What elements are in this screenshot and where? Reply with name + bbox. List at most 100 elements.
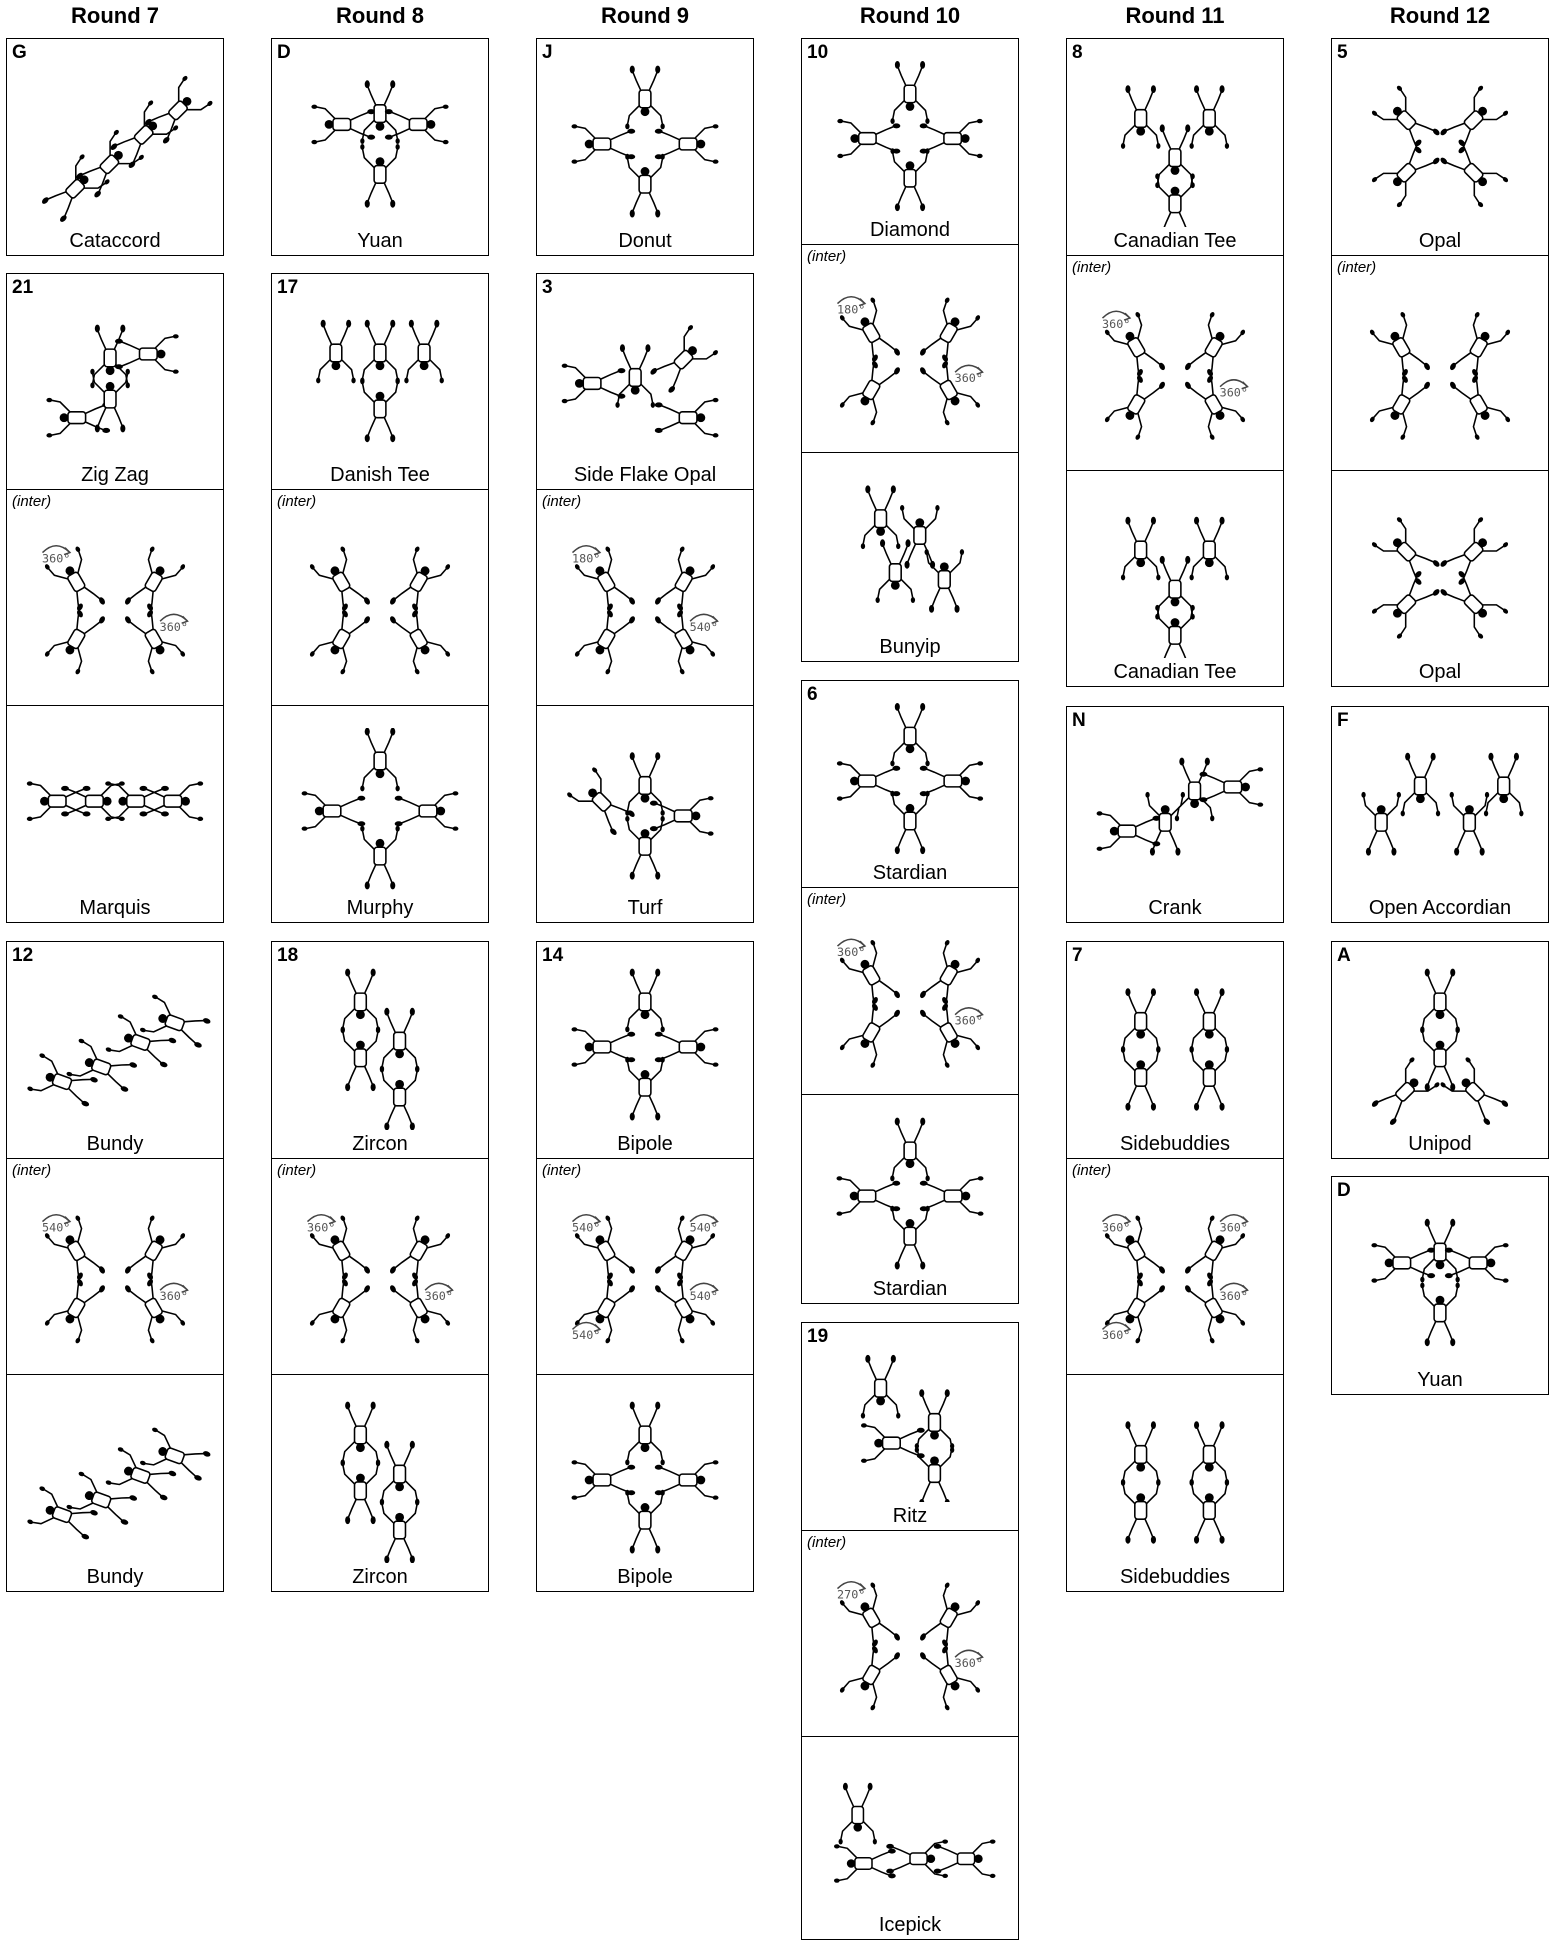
skydiver-icon (140, 781, 204, 821)
block-id-label: D (277, 43, 291, 63)
yuan-formation-icon (282, 61, 478, 227)
formation-name: Ritz (802, 1505, 1018, 1527)
formation-name: Sidebuddies (1067, 1566, 1283, 1588)
formation-panel: GCataccord (6, 38, 224, 256)
formation-name: Stardian (802, 1278, 1018, 1300)
skydiver-icon (1190, 1480, 1230, 1544)
formation-name: Icepick (802, 1914, 1018, 1936)
block-id-label: 17 (277, 278, 298, 298)
skydiver-icon (1369, 311, 1435, 386)
skydiver-icon (1104, 366, 1170, 441)
skydiver-icon (120, 1269, 186, 1344)
skydiver-icon (341, 1460, 381, 1524)
block-id-label: 3 (542, 278, 553, 298)
skydiver-icon (1371, 135, 1444, 208)
skydiver-icon (839, 994, 905, 1069)
skydiver-icon (625, 752, 665, 816)
skydiver-icon (139, 994, 212, 1053)
skydiver-icon (915, 1389, 955, 1453)
formation-name: Cataccord (7, 230, 223, 252)
formation-panel: DYuan (1331, 1176, 1549, 1395)
inter-panel: (inter)360°360° (6, 490, 224, 706)
skydiver-icon (876, 539, 916, 603)
bipole-formation-icon (547, 964, 743, 1130)
rotation-label: 360° (837, 945, 865, 959)
skydiver-icon (1420, 1219, 1460, 1283)
skydiver-icon (1445, 1243, 1509, 1283)
inter-label: (inter) (277, 494, 316, 510)
skydiver-icon (380, 1067, 420, 1130)
inter-move-icon (282, 512, 478, 699)
zircon-formation-icon (282, 1397, 478, 1563)
rotation-label: 360° (1102, 317, 1130, 331)
skydiver-icon (1371, 567, 1444, 640)
skydiver-icon (360, 379, 400, 443)
inter-move-icon (1342, 278, 1538, 464)
skydiver-icon (360, 826, 400, 890)
skydiver-icon (915, 1636, 981, 1711)
formation-name: Murphy (272, 897, 488, 919)
skydiver-icon (1190, 1047, 1230, 1111)
round-title: Round 9 (536, 4, 754, 28)
skydiver-icon (1190, 517, 1230, 581)
inter-move-icon: 540°540°540°540° (547, 1181, 743, 1368)
rotation-label: 540° (572, 1220, 600, 1234)
formation-panel: Turf (536, 706, 754, 923)
inter-label: (inter) (12, 1163, 51, 1179)
formation-name: Crank (1067, 897, 1283, 919)
rotation-label: 360° (42, 551, 70, 565)
formation-panel: 21Zig Zag (6, 273, 224, 490)
bipole-formation-icon (547, 1397, 743, 1563)
skydiver-icon (1450, 792, 1490, 856)
formation-panel: 14Bipole (536, 941, 754, 1159)
formation-panel: 18Zircon (271, 941, 489, 1159)
canadian-tee-formation-icon (1077, 61, 1273, 227)
formation-name: Unipod (1332, 1133, 1548, 1155)
donut-formation-icon (547, 61, 743, 227)
formation-panel: Opal (1331, 471, 1549, 687)
block-id-label: 10 (807, 43, 828, 63)
formation-name: Marquis (7, 897, 223, 919)
sidebuddies-formation-icon (1077, 1397, 1273, 1563)
inter-label: (inter) (542, 494, 581, 510)
skydiver-icon (1190, 1421, 1230, 1485)
skydiver-icon (890, 1118, 930, 1182)
skydiver-icon (380, 1500, 420, 1563)
inter-panel: (inter)540°540°540°540° (536, 1159, 754, 1375)
skydiver-icon (861, 485, 901, 549)
skydiver-icon (360, 320, 400, 384)
skydiver-icon (562, 364, 626, 404)
skydiver-icon (625, 154, 665, 218)
skydiver-icon (574, 600, 640, 675)
formation-name: Bundy (7, 1566, 223, 1588)
rotation-label: 360° (425, 1289, 453, 1303)
opal-formation-icon (1342, 493, 1538, 658)
skydiver-icon (385, 105, 449, 145)
skydiver-icon (385, 1269, 451, 1344)
inter-panel: (inter)270°360° (801, 1531, 1019, 1737)
skydiver-icon (1121, 517, 1161, 581)
skydiver-icon (1155, 605, 1195, 658)
skydiver-icon (625, 816, 665, 880)
skydiver-icon (625, 1490, 665, 1554)
skydiver-icon (934, 1840, 996, 1878)
rotation-label: 540° (690, 1289, 718, 1303)
inter-panel: (inter) (271, 490, 489, 706)
rotation-label: 360° (1220, 385, 1248, 399)
unipod-formation-icon (1342, 964, 1538, 1130)
formation-panel: Murphy (271, 706, 489, 923)
skydiver-icon (890, 61, 929, 124)
inter-panel: (inter)180°360° (801, 245, 1019, 453)
skydiver-icon (1121, 1421, 1161, 1485)
block-id-label: N (1072, 711, 1086, 731)
inter-label: (inter) (807, 892, 846, 908)
skydiver-icon (1145, 792, 1185, 856)
skydiver-icon (890, 1206, 930, 1270)
block-id-label: 14 (542, 946, 563, 966)
skydiver-icon (1436, 85, 1509, 158)
formation-name: Canadian Tee (1067, 230, 1283, 252)
inter-move-icon: 540°360° (17, 1181, 213, 1368)
